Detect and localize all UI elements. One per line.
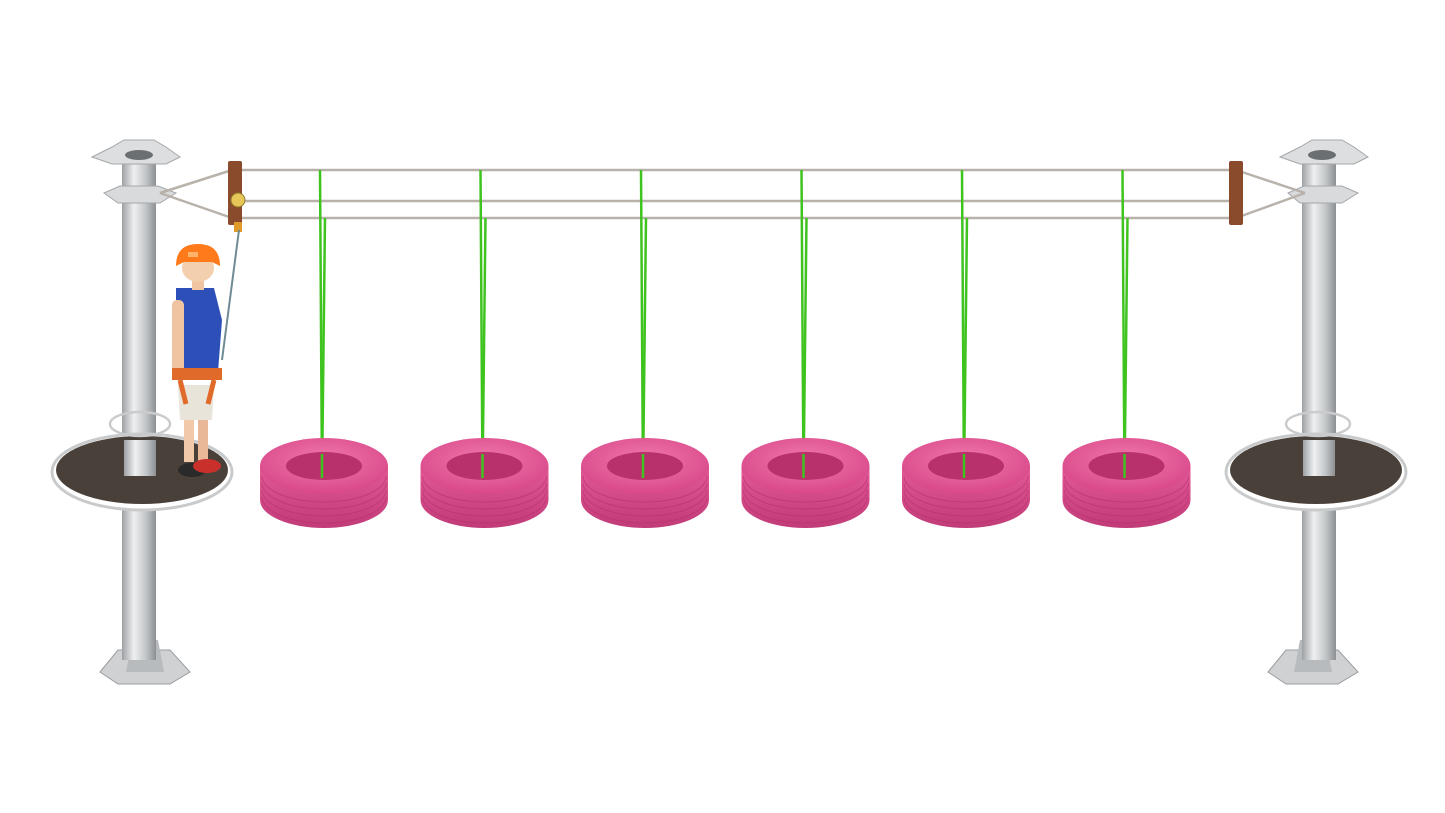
steel-cables <box>159 168 1306 220</box>
tire-rope <box>802 217 808 481</box>
left-pole <box>90 139 191 685</box>
right-platform <box>1224 410 1408 512</box>
tire-rope <box>962 217 969 481</box>
pink-tire <box>741 438 870 528</box>
left-pole-shaft <box>122 160 156 660</box>
pink-tire <box>420 438 549 528</box>
safety-pulley <box>221 192 246 361</box>
tire-rope <box>641 217 648 481</box>
climbing-harness <box>172 368 222 380</box>
tire-rope <box>1123 217 1129 481</box>
right-pole-shaft <box>1302 160 1336 660</box>
child-with-helmet <box>172 244 222 477</box>
tire-rope <box>320 217 327 481</box>
right-cable-bracket <box>1229 161 1243 225</box>
rope-group <box>318 169 1129 481</box>
tire-group <box>260 438 1191 528</box>
left-cable-bracket <box>228 161 242 225</box>
pink-tire <box>1062 438 1191 528</box>
pink-tire <box>581 438 709 528</box>
pink-tire <box>260 438 388 528</box>
tire-rope <box>481 217 487 481</box>
right-pole <box>1267 139 1369 685</box>
pink-tire <box>902 438 1030 528</box>
child-shirt <box>176 288 222 372</box>
